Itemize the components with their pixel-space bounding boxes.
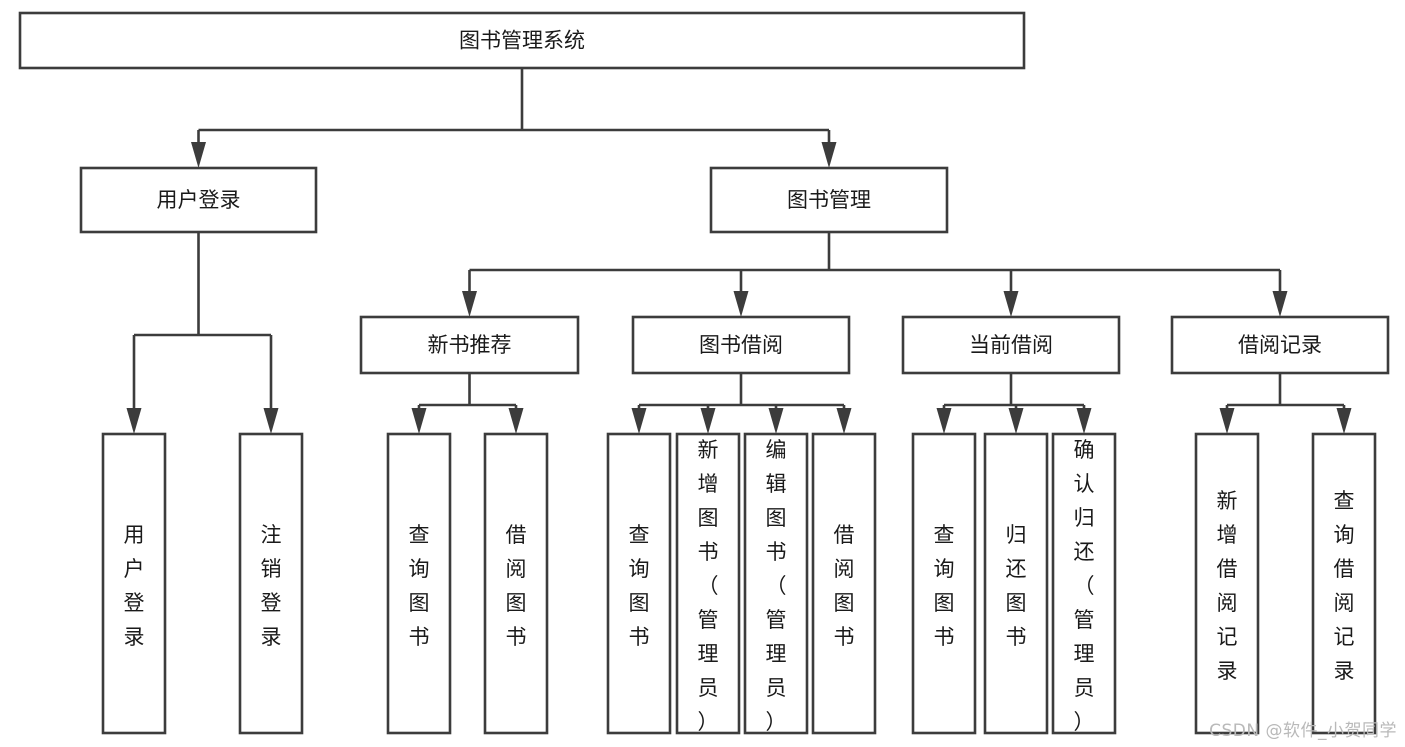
node-label: 图书管理	[787, 188, 871, 212]
node-label: 查询借阅记录	[1334, 489, 1355, 683]
node-label: 图书借阅	[699, 333, 783, 357]
node-label: 查询图书	[934, 523, 955, 649]
node-leaf-borrow-book[interactable]: 借阅图书	[811, 432, 877, 735]
node-leaf-query-book-current[interactable]: 查询图书	[911, 432, 977, 735]
node-label: 注销登录	[261, 523, 282, 649]
connector-conn-userlogin-to-leaves	[126, 232, 279, 434]
connector-conn-recommend-to-leaves	[411, 373, 524, 434]
node-leaf-user-login[interactable]: 用户登录	[101, 432, 167, 735]
node-leaf-logout-login[interactable]: 注销登录	[238, 432, 304, 735]
node-label: 新增借阅记录	[1217, 489, 1238, 683]
node-label: 借阅图书	[834, 523, 855, 649]
node-label: 查询图书	[409, 523, 430, 649]
node-label: 图书管理系统	[459, 29, 585, 53]
node-label: 编辑图书（管理员）	[766, 438, 787, 734]
node-leaf-return-book[interactable]: 归还图书	[983, 432, 1049, 735]
connector-conn-borrow-to-leaves	[631, 373, 852, 434]
connector-conn-root-to-level2	[191, 68, 837, 168]
node-leaf-add-borrow-record[interactable]: 新增借阅记录	[1194, 432, 1260, 735]
node-label: 用户登录	[157, 188, 241, 212]
node-leaf-add-book-admin[interactable]: 新增图书（管理员）	[675, 432, 741, 735]
node-label: 借阅记录	[1238, 333, 1322, 357]
node-current-borrow[interactable]: 当前借阅	[901, 315, 1121, 375]
node-label: 借阅图书	[506, 523, 527, 649]
node-label: 当前借阅	[969, 333, 1053, 357]
node-label: 确认归还（管理员）	[1074, 438, 1095, 734]
csdn-watermark: CSDN @软件_小贺同学	[1209, 721, 1397, 741]
node-leaf-edit-book-admin[interactable]: 编辑图书（管理员）	[743, 432, 809, 735]
node-label: 新书推荐	[428, 333, 512, 357]
node-user-login[interactable]: 用户登录	[79, 166, 318, 234]
node-label: 归还图书	[1006, 523, 1027, 649]
node-leaf-confirm-return-admin[interactable]: 确认归还（管理员）	[1051, 432, 1117, 735]
nodes-layer: 图书管理系统用户登录图书管理新书推荐图书借阅当前借阅借阅记录用户登录注销登录查询…	[18, 11, 1390, 735]
connector-conn-record-to-leaves	[1219, 373, 1352, 434]
node-label: 用户登录	[124, 523, 145, 649]
node-leaf-borrow-book-recommend[interactable]: 借阅图书	[483, 432, 549, 735]
node-label: 查询图书	[629, 523, 650, 649]
connector-conn-current-to-leaves	[936, 373, 1092, 434]
node-leaf-query-book-recommend[interactable]: 查询图书	[386, 432, 452, 735]
node-label: 新增图书（管理员）	[698, 438, 719, 734]
node-leaf-query-book-borrow[interactable]: 查询图书	[606, 432, 672, 735]
node-borrow-record[interactable]: 借阅记录	[1170, 315, 1390, 375]
node-root[interactable]: 图书管理系统	[18, 11, 1026, 70]
connectors-layer	[126, 68, 1352, 434]
node-book-borrow[interactable]: 图书借阅	[631, 315, 851, 375]
node-leaf-query-borrow-record[interactable]: 查询借阅记录	[1311, 432, 1377, 735]
node-book-management[interactable]: 图书管理	[709, 166, 949, 234]
connector-conn-bookmgmt-to-level3	[462, 232, 1288, 317]
node-new-book-recommend[interactable]: 新书推荐	[359, 315, 580, 375]
